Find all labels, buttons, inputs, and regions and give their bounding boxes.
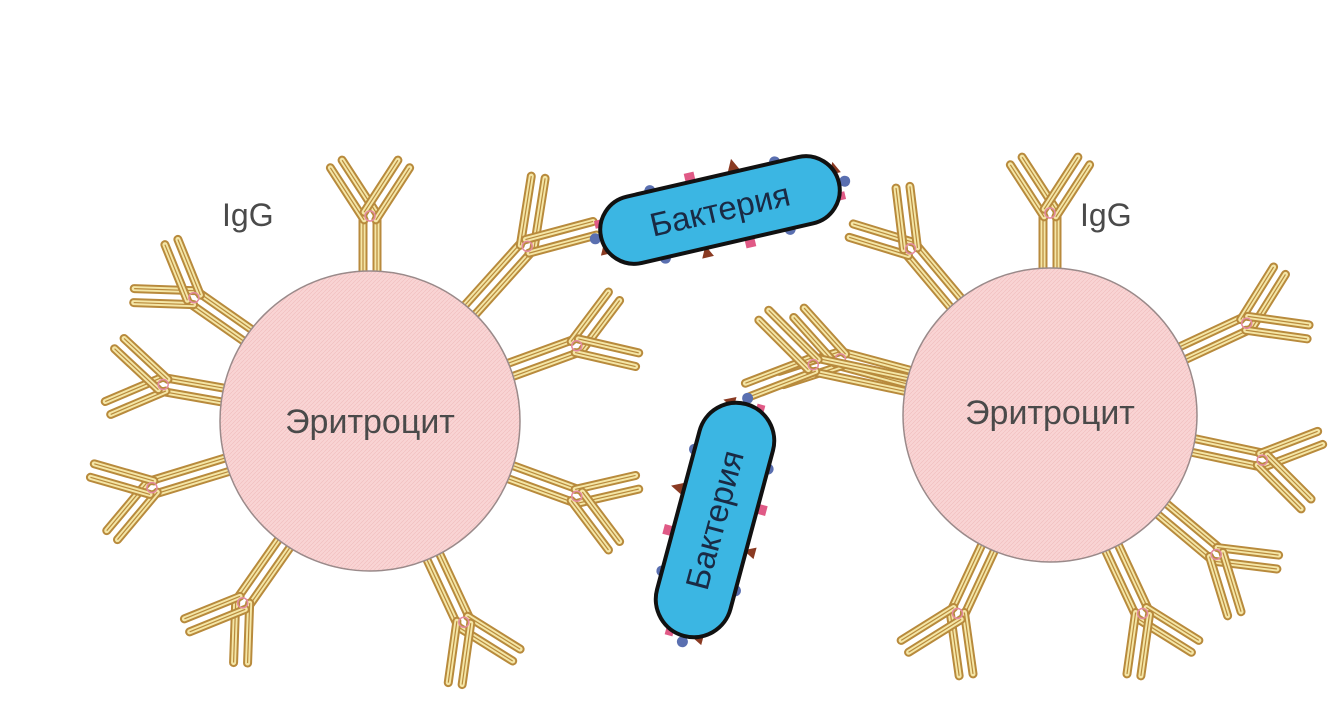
antibody-right-6 — [1192, 431, 1322, 509]
igg-right-label: IgG — [1080, 197, 1132, 233]
bacterium-bottom: Бактерия — [631, 380, 794, 660]
bacterium-top: Бактерия — [579, 134, 860, 283]
antibody-right-7 — [1158, 504, 1279, 616]
antibody-left-7 — [509, 466, 639, 550]
erythrocyte-left-label: Эритроцит — [285, 403, 455, 441]
antibody-right-8 — [1106, 545, 1199, 676]
antibody-left-9 — [465, 176, 597, 314]
antibody-right-2 — [849, 186, 961, 307]
antibody-right-1 — [1010, 157, 1089, 268]
igg-left-label: IgG — [222, 197, 274, 233]
antibody-left-3 — [105, 338, 223, 414]
antibody-left-8 — [509, 292, 639, 376]
antibody-left-6 — [427, 554, 520, 685]
antibody-right-5 — [1180, 267, 1309, 359]
erythrocyte-right-label: Эритроцит — [965, 394, 1135, 432]
antibody-left-5 — [184, 540, 289, 663]
antibody-left-1 — [330, 160, 409, 271]
antibody-left-4 — [90, 458, 228, 539]
antibody-left-2 — [134, 239, 251, 340]
antibody-right-9 — [901, 545, 994, 676]
